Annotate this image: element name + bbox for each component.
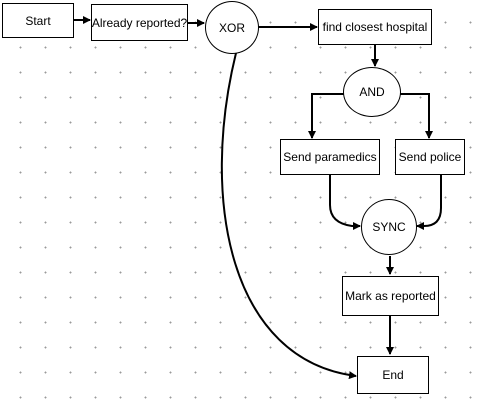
mark-reported-node[interactable]: Mark as reported [342,276,439,316]
edge-xor-to-end [220,52,357,380]
edge-send-paramedics-to-sync [329,174,361,230]
send-police-label: Send police [398,150,462,164]
find-hospital-label: find closest hospital [322,20,428,34]
send-paramedics-label: Send paramedics [283,150,377,164]
send-police-node[interactable]: Send police [395,139,465,175]
mark-reported-label: Mark as reported [345,289,436,303]
already-reported-node[interactable]: Already reported? [91,4,188,41]
find-hospital-node[interactable]: find closest hospital [318,9,432,45]
xor-label: XOR [218,20,245,35]
edge-and-to-send-paramedics [308,93,344,139]
and-gateway[interactable]: AND [343,67,401,117]
sync-label: SYNC [372,220,406,234]
already-reported-label: Already reported? [91,15,188,30]
send-paramedics-node[interactable]: Send paramedics [280,139,380,175]
start-label: Start [25,13,51,28]
sync-gateway[interactable]: SYNC [361,199,417,255]
end-label: End [382,368,404,382]
end-node[interactable]: End [357,356,429,394]
and-label: AND [359,85,385,99]
xor-gateway[interactable]: XOR [205,1,259,54]
start-node[interactable]: Start [2,3,74,38]
edge-send-police-to-sync [416,174,442,230]
edge-and-to-send-police [400,93,433,139]
